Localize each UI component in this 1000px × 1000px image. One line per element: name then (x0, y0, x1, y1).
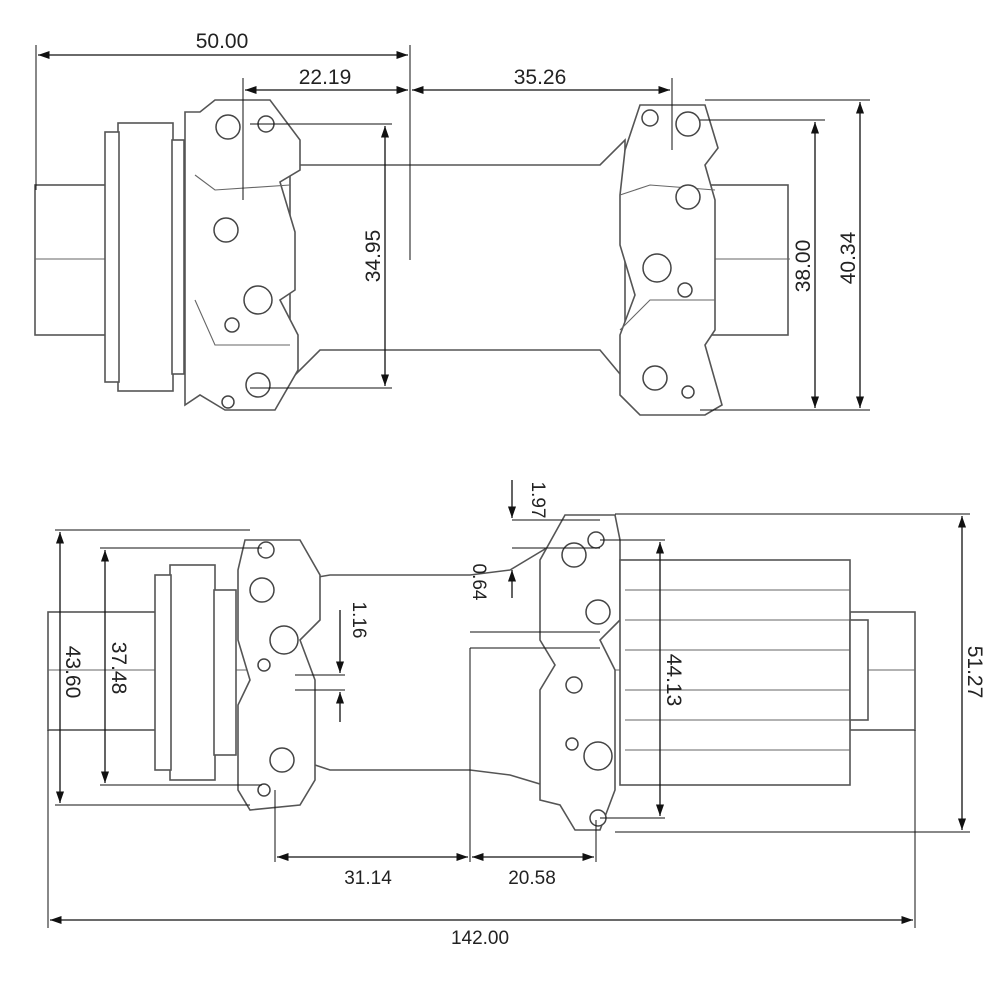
rear-left-flange (237, 539, 321, 811)
dim-left-flange-offset: 22.19 (299, 66, 352, 89)
dim-right-flange-outer: 51.27 (963, 646, 986, 699)
dim-left-flange-outer: 43.60 (61, 646, 84, 699)
rear-rotor-spline (169, 564, 216, 781)
dim-left-bolt-circle: 34.95 (362, 230, 385, 283)
dim-right-flange-outer: 40.34 (837, 231, 860, 284)
front-hub-shell (289, 138, 626, 383)
dim-flange-thickness-top: 1.97 (527, 482, 548, 519)
dim-center-to-right-flange: 20.58 (508, 868, 556, 889)
front-right-flange (619, 104, 723, 416)
front-rotor-spline (117, 122, 174, 392)
dim-right-bolt-circle: 44.13 (662, 654, 685, 707)
dim-flange-offset-small: 0.64 (468, 564, 489, 601)
dim-shell-step: 1.16 (348, 602, 369, 639)
rear-freehub-body (619, 559, 851, 786)
dim-right-bolt-circle: 38.00 (792, 240, 815, 293)
rear-hub-shell (299, 538, 561, 792)
dim-left-bolt-circle: 37.48 (107, 642, 130, 695)
rear-hub-view: 1.97 0.64 1.16 37.48 43.60 44.13 51.27 (47, 480, 986, 949)
dim-left-flange-to-center: 31.14 (344, 868, 392, 889)
dim-right-flange-offset: 35.26 (514, 66, 567, 89)
hole (215, 114, 241, 140)
front-hub-view: 50.00 22.19 35.26 34.95 38.00 40.34 (34, 30, 870, 416)
dim-overall-length: 142.00 (451, 928, 509, 949)
front-left-flange (184, 99, 301, 411)
dim-overall-width: 50.00 (196, 30, 249, 53)
